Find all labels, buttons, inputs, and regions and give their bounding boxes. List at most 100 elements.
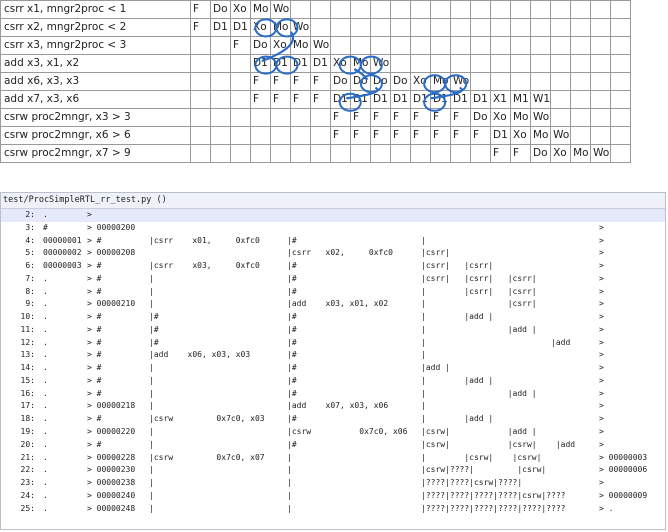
stage-cell: [550, 108, 572, 127]
trace-a: .: [43, 439, 48, 449]
stage-cell: [270, 108, 291, 127]
stage-cell: [350, 18, 371, 37]
trace-row: 13:.> #|add x06, x03, x03|#|>: [1, 349, 665, 362]
stage-cell: F: [350, 126, 371, 145]
stage-cell: F: [370, 126, 391, 145]
stage-cell: F: [390, 126, 411, 145]
trace-dx: |#: [149, 337, 159, 347]
trace-x: |#: [287, 235, 297, 245]
stage-cell: W1: [529, 90, 552, 109]
stage-cell: [590, 108, 612, 127]
stage-cell: Wo: [550, 126, 572, 145]
stage-cell: [430, 36, 451, 55]
stage-cell: [610, 0, 632, 19]
stage-cell: F: [190, 18, 211, 37]
trace-idx: 10:: [20, 312, 35, 322]
stage-cell: [550, 72, 572, 91]
trace-a: .: [43, 465, 48, 475]
stage-cell: [550, 54, 572, 73]
stage-cell: [529, 18, 552, 37]
stage-cell: [190, 54, 211, 73]
trace-pc: > #: [87, 439, 102, 449]
stage-cell: [190, 108, 211, 127]
stage-cell: [410, 18, 431, 37]
stage-cell: [590, 72, 612, 91]
trace-dx: |: [149, 490, 154, 500]
trace-dx: |: [149, 286, 154, 296]
stage-cell: [350, 36, 371, 55]
trace-out: >: [599, 439, 604, 449]
trace-m: | |csrr| |csrr|: [421, 286, 537, 296]
stage-cell: [590, 0, 612, 19]
stage-cell: Wo: [590, 144, 612, 163]
stage-cell: F: [430, 108, 451, 127]
trace-idx: 15:: [20, 375, 35, 385]
trace-m: |????|????|csrw|????|: [421, 478, 523, 488]
stage-cell: [310, 108, 331, 127]
stage-cell: [590, 18, 612, 37]
stage-cell: D1: [250, 54, 271, 73]
trace-a: .: [43, 337, 48, 347]
trace-a: .: [43, 503, 48, 513]
stage-cell: [250, 144, 271, 163]
stage-cell: [210, 144, 231, 163]
trace-out: >: [599, 427, 604, 437]
stage-cell: [590, 90, 612, 109]
trace-m: |add |: [421, 363, 450, 373]
trace-m: | |add |: [421, 414, 494, 424]
trace-m: | |add |: [421, 324, 537, 334]
trace-x: |#: [287, 312, 297, 322]
stage-cell: Xo: [330, 54, 351, 73]
trace-idx: 22:: [20, 465, 35, 475]
trace-a: #: [43, 222, 48, 232]
trace-row: 10:.> #|#|#| |add |>: [1, 311, 665, 324]
stage-cell: [310, 18, 331, 37]
stage-cell: [190, 144, 211, 163]
trace-dx: |: [149, 363, 154, 373]
line-trace-window: test/ProcSimpleRTL_rr_test.py () 2:.>3:#…: [0, 192, 666, 530]
trace-m: |: [421, 401, 426, 411]
stage-cell: [490, 18, 511, 37]
trace-out: > 00000009: [599, 490, 648, 500]
stage-cell: [290, 126, 311, 145]
stage-cell: [510, 18, 531, 37]
stage-cell: F: [350, 108, 371, 127]
trace-idx: 5:: [25, 248, 35, 258]
trace-row: 21:.> 00000228|csrw 0x7c0, x07|| |csrw| …: [1, 452, 665, 465]
stage-cell: [610, 108, 632, 127]
trace-title: test/ProcSimpleRTL_rr_test.py (): [1, 193, 665, 209]
stage-cell: F: [330, 108, 351, 127]
stage-cell: F: [410, 126, 431, 145]
stage-cell: [210, 108, 231, 127]
trace-m: |csrw| |csrw| |add: [421, 439, 576, 449]
stage-cell: D1: [270, 54, 291, 73]
trace-m: |csrw|????| |csrw|: [421, 465, 547, 475]
stage-cell: [470, 0, 491, 19]
trace-idx: 8:: [25, 286, 35, 296]
stage-cell: [370, 36, 391, 55]
trace-dx: |: [149, 503, 154, 513]
stage-cell: D1: [210, 18, 231, 37]
instruction-label: csrw proc2mngr, x7 > 9: [0, 144, 191, 163]
trace-idx: 6:: [25, 261, 35, 271]
stage-cell: [310, 0, 331, 19]
stage-cell: Xo: [510, 126, 531, 145]
instruction-label: csrr x2, mngr2proc < 2: [0, 18, 191, 37]
stage-cell: Do: [529, 144, 552, 163]
stage-cell: Do: [350, 72, 371, 91]
stage-cell: [510, 54, 531, 73]
trace-pc: > #: [87, 350, 102, 360]
instruction-label: csrr x3, mngr2proc < 3: [0, 36, 191, 55]
trace-dx: |: [149, 273, 154, 283]
trace-row: 2:.>: [1, 209, 665, 222]
trace-x: |: [287, 465, 292, 475]
trace-a: .: [43, 427, 48, 437]
stage-cell: [430, 54, 451, 73]
trace-out: >: [599, 222, 604, 232]
trace-pc: > #: [87, 414, 102, 424]
stage-cell: [190, 126, 211, 145]
trace-pc: > #: [87, 363, 102, 373]
stage-cell: [210, 54, 231, 73]
trace-idx: 24:: [20, 490, 35, 500]
